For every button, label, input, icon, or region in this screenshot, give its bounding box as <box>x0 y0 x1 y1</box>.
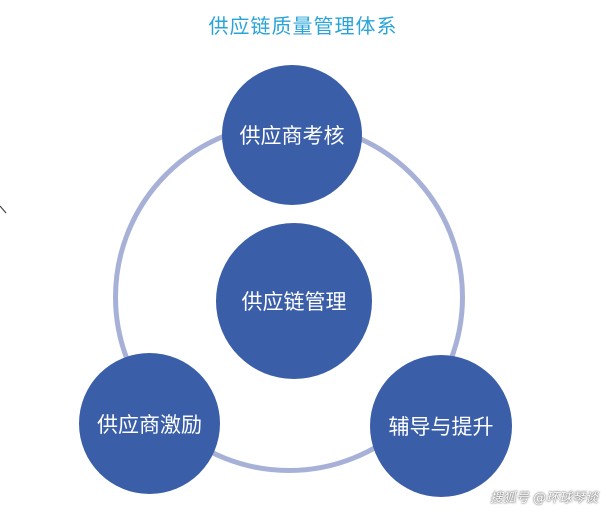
watermark: 搜狐号 @环球琴谈 <box>489 491 598 506</box>
node-supplier-incentive-label: 供应商激励 <box>97 412 202 437</box>
node-guidance-improvement-label: 辅导与提升 <box>388 415 494 439</box>
node-supplier-assessment: 供应商考核 <box>222 65 362 205</box>
edge-arrow-icon <box>0 205 7 214</box>
diagram-title: 供应链质量管理体系 <box>208 14 398 38</box>
node-supply-chain-management-label: 供应链管理 <box>241 290 347 314</box>
node-guidance-improvement: 辅导与提升 <box>370 355 512 497</box>
node-supplier-incentive: 供应商激励 <box>79 353 220 494</box>
node-supply-chain-management: 供应链管理 <box>216 223 372 379</box>
node-supplier-assessment-label: 供应商考核 <box>239 124 345 148</box>
